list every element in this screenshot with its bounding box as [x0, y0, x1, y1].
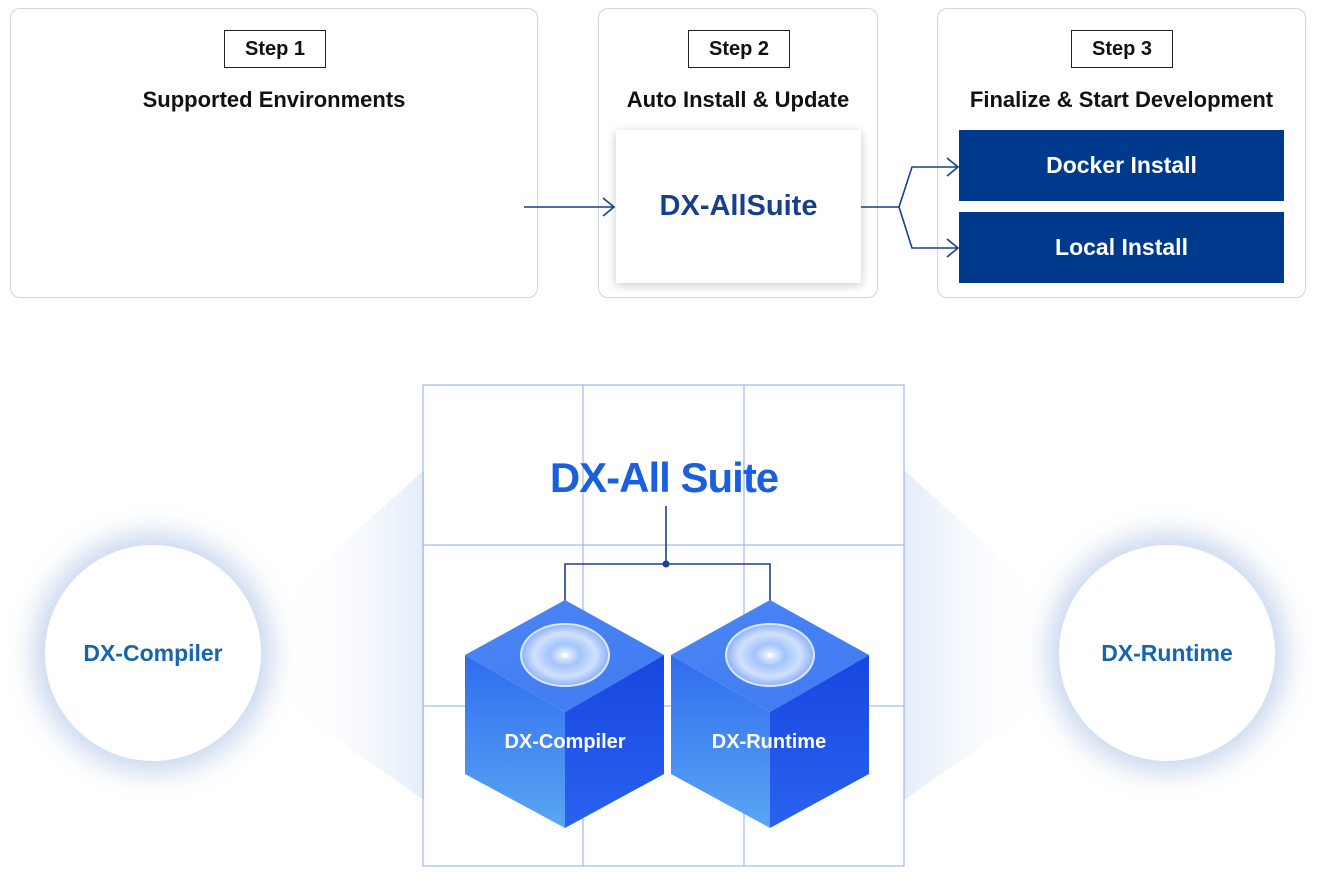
- arrow-step1-to-step2: [524, 197, 616, 217]
- arrow-fork-to-installs: [861, 157, 960, 258]
- step1-title: Supported Environments: [142, 87, 406, 112]
- docker-install-button[interactable]: Docker Install: [959, 130, 1284, 201]
- step1-badge: Step 1: [224, 30, 326, 68]
- dx-compiler-circle: DX-Compiler: [45, 545, 261, 761]
- step1-panel: Step 1 Supported Environments: [10, 8, 538, 298]
- cube-dx-runtime: [671, 600, 869, 828]
- step3-title: Finalize & Start Development: [969, 87, 1274, 112]
- step3-badge: Step 3: [1071, 30, 1173, 68]
- cube-label-dx-runtime: DX-Runtime: [711, 731, 827, 753]
- dx-runtime-circle: DX-Runtime: [1059, 545, 1275, 761]
- step2-title: Auto Install & Update: [626, 87, 850, 112]
- cube-dx-compiler: [465, 600, 664, 828]
- dx-allsuite-box: DX-AllSuite: [616, 130, 861, 283]
- step2-badge: Step 2: [688, 30, 790, 68]
- local-install-button[interactable]: Local Install: [959, 212, 1284, 283]
- dx-all-suite-title: DX-All Suite: [549, 454, 779, 501]
- cube-label-dx-compiler: DX-Compiler: [504, 731, 626, 753]
- connector-node: [662, 560, 670, 568]
